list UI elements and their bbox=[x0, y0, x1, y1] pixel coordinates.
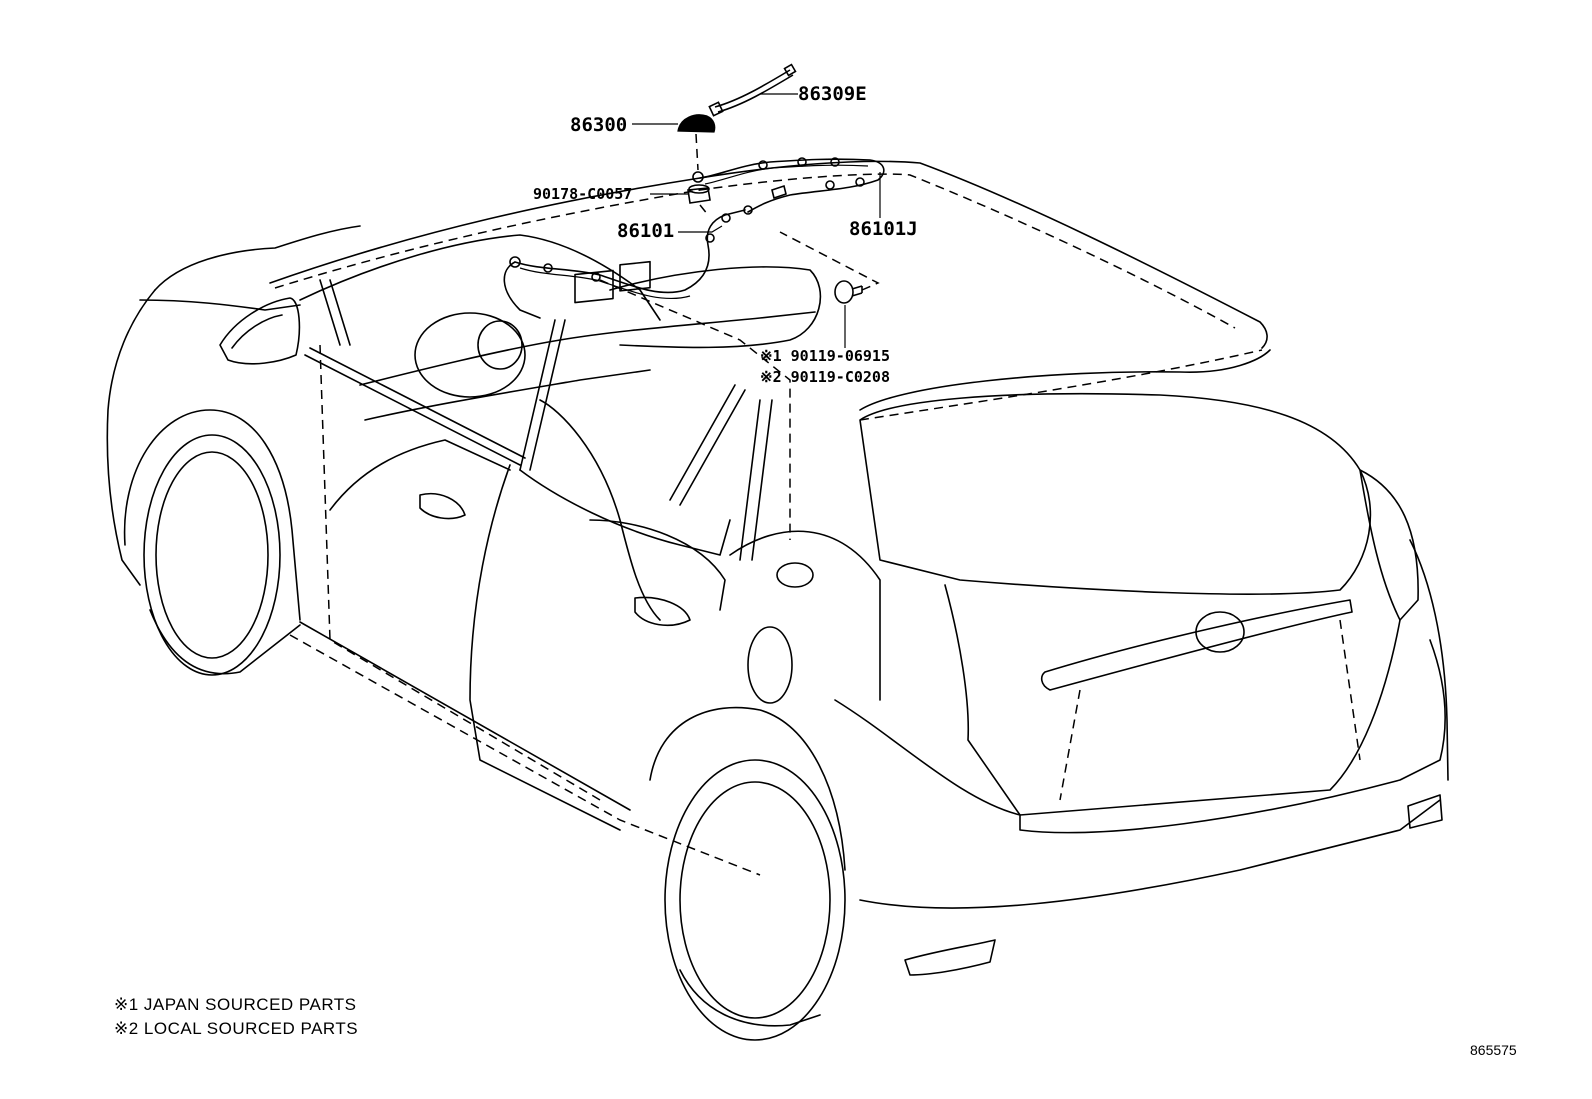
cord-clip-j5 bbox=[825, 180, 835, 190]
callout-90119-06915: ※1 90119-06915 bbox=[760, 349, 890, 364]
callout-86101: 86101 bbox=[617, 220, 675, 242]
antenna-pole-86309E bbox=[714, 69, 791, 108]
note-mark-1: ※1 bbox=[760, 347, 782, 365]
antenna-base-86300 bbox=[677, 114, 716, 133]
antenna-mount-dash bbox=[695, 133, 699, 171]
callout-86309E: 86309E bbox=[798, 83, 867, 105]
hatch-outline bbox=[944, 584, 1401, 816]
a-pillar-left bbox=[304, 347, 526, 466]
rear-quarter-lamp bbox=[747, 626, 793, 704]
antenna-pole-86309E-2 bbox=[717, 74, 794, 113]
cord-connector-j bbox=[771, 184, 787, 200]
front-body bbox=[106, 289, 156, 586]
instrument-cluster bbox=[477, 320, 523, 370]
rear-wheel-tyre-bottom bbox=[679, 969, 821, 1027]
illustration-number: 865575 bbox=[1470, 1042, 1517, 1058]
rear-door-window bbox=[519, 469, 731, 556]
callout-90178-C0057: 90178-C0057 bbox=[533, 185, 633, 203]
cord-clip-4 bbox=[705, 233, 715, 243]
nut-90178-top bbox=[688, 184, 710, 194]
rear-door-handle bbox=[634, 596, 691, 627]
front-wheel-arch bbox=[123, 409, 301, 621]
ref-line-door bbox=[599, 279, 791, 540]
lower-body-line bbox=[299, 621, 631, 811]
bolt-90119-head bbox=[834, 280, 854, 304]
side-sill-line bbox=[289, 634, 761, 876]
mirror-inner bbox=[231, 314, 283, 349]
leader-86101 bbox=[678, 225, 723, 233]
cord-clip-2 bbox=[543, 263, 553, 273]
front-seat-back bbox=[539, 399, 661, 621]
front-seat-cushion bbox=[589, 519, 726, 611]
antenna-cord-86101-inner bbox=[519, 267, 691, 300]
part-number-90119-C0208: 90119-C0208 bbox=[790, 368, 890, 386]
side-mirror bbox=[219, 297, 301, 365]
rear-reflector bbox=[904, 939, 996, 976]
dash-cover bbox=[609, 266, 822, 349]
cord-clip-j2 bbox=[797, 157, 807, 167]
rear-door-outline bbox=[469, 464, 621, 831]
windshield-frame bbox=[299, 234, 661, 321]
front-wheel-tyre-bottom bbox=[149, 609, 301, 675]
rear-emblem bbox=[1195, 611, 1245, 653]
cord-clip-3 bbox=[591, 272, 601, 282]
nut-dash bbox=[699, 204, 709, 216]
rear-wheel-rim bbox=[679, 781, 831, 1019]
footnote-local-sourced: ※2 LOCAL SOURCED PARTS bbox=[114, 1019, 359, 1038]
front-door-handle bbox=[419, 493, 466, 520]
center-display bbox=[574, 269, 614, 304]
rear-wheel bbox=[664, 759, 846, 1041]
note-mark-2: ※2 bbox=[760, 368, 782, 386]
bolt-dash bbox=[779, 231, 880, 291]
callout-86300: 86300 bbox=[570, 114, 628, 136]
antenna-mount-point bbox=[692, 171, 704, 183]
rear-body-side bbox=[1409, 539, 1449, 781]
rear-quarter bbox=[729, 530, 881, 701]
rear-bumper-lower bbox=[859, 799, 1441, 909]
rear-glass bbox=[859, 392, 1372, 595]
front-door-outline bbox=[319, 344, 601, 801]
cord-clip-1 bbox=[509, 256, 521, 268]
roof-rear-edge bbox=[859, 349, 1263, 421]
license-garnish bbox=[1040, 599, 1353, 691]
rear-window-line bbox=[739, 399, 773, 561]
center-vent bbox=[619, 260, 651, 292]
b-pillar bbox=[519, 319, 566, 471]
callout-90119-C0208: ※2 90119-C0208 bbox=[760, 370, 890, 385]
front-door-frame bbox=[329, 439, 511, 511]
cord-clip-6 bbox=[721, 213, 731, 223]
rear-spoiler bbox=[859, 349, 1271, 411]
antenna-cord-86101J bbox=[699, 158, 885, 213]
antenna-cord-86101J-inner bbox=[704, 164, 869, 185]
hood-outline bbox=[154, 225, 361, 291]
c-pillar bbox=[669, 384, 746, 506]
tail-lamp-left bbox=[1359, 469, 1419, 621]
rear-reflector-right bbox=[1407, 794, 1443, 829]
a-pillar-right bbox=[319, 279, 351, 346]
cord-clip-j3 bbox=[830, 157, 840, 167]
front-wheel-rim bbox=[155, 451, 269, 659]
front-fender bbox=[139, 299, 301, 311]
antenna-pole-tip bbox=[783, 63, 797, 77]
dashboard bbox=[359, 311, 816, 386]
rear-bumper bbox=[834, 639, 1446, 834]
fuel-door bbox=[776, 562, 814, 588]
rear-wheel-arch bbox=[649, 706, 846, 871]
cord-clip-j1 bbox=[758, 160, 768, 170]
dashboard-lower bbox=[364, 369, 651, 421]
callout-86101J: 86101J bbox=[849, 218, 918, 240]
front-wheel bbox=[143, 434, 281, 676]
footnote-japan-sourced: ※1 JAPAN SOURCED PARTS bbox=[114, 995, 357, 1014]
roof-dashed-edge bbox=[274, 173, 1236, 329]
license-plate-area bbox=[1059, 619, 1361, 801]
part-number-90119-06915: 90119-06915 bbox=[790, 347, 890, 365]
steering-wheel bbox=[414, 312, 526, 398]
nut-90178 bbox=[687, 187, 711, 204]
cord-clip-j4 bbox=[855, 177, 865, 187]
antenna-pole-base bbox=[708, 101, 724, 117]
